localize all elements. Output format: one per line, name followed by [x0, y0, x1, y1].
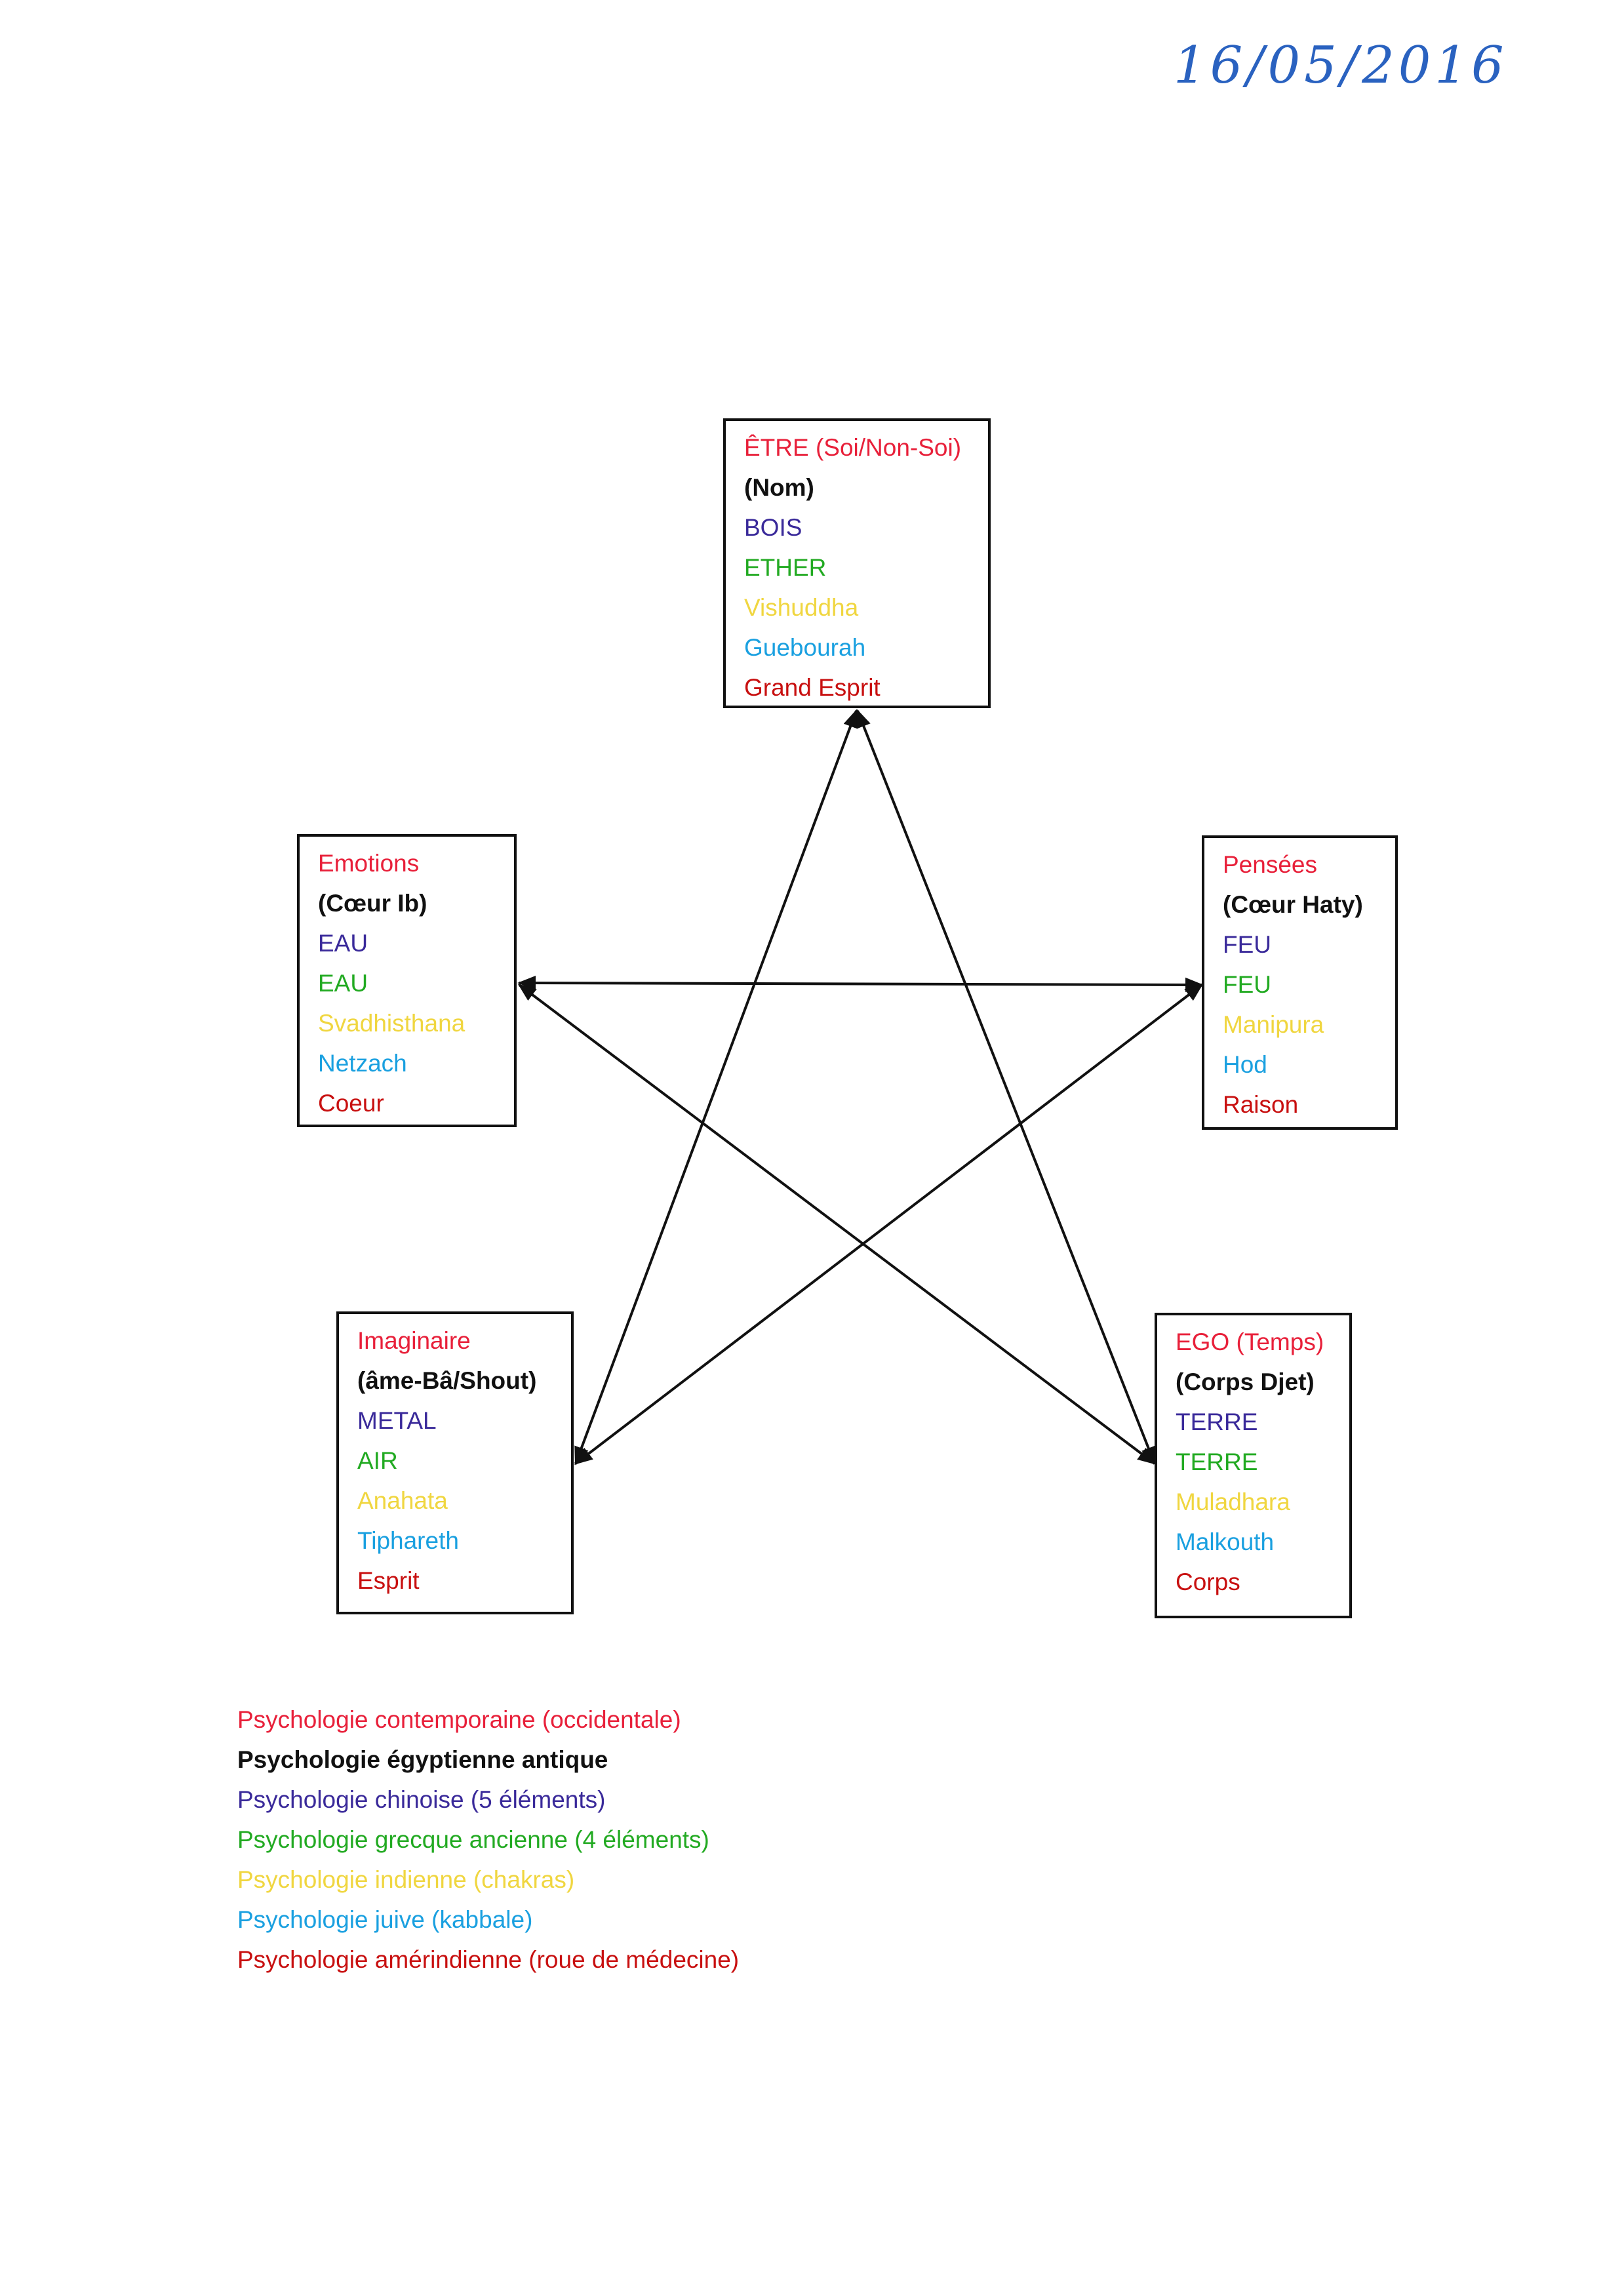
- box-line-chinese: TERRE: [1176, 1408, 1258, 1435]
- box-line-amerindian: Raison: [1223, 1091, 1299, 1118]
- box-line-greek: ETHER: [744, 554, 827, 581]
- box-line-amerindian: Esprit: [357, 1567, 420, 1594]
- handwritten-date: 16/05/2016: [1174, 36, 1508, 95]
- arrow-top-bottomleft: [574, 709, 858, 1466]
- box-line-greek: AIR: [357, 1447, 398, 1474]
- box-line-chinese: METAL: [357, 1407, 437, 1434]
- box-line-greek: FEU: [1223, 971, 1271, 998]
- box-line-chinese: FEU: [1223, 931, 1271, 958]
- box-line-egyptian: (Cœur Ib): [318, 890, 427, 917]
- box-line-jewish: Netzach: [318, 1050, 407, 1077]
- box-line-indian: Svadhisthana: [318, 1010, 465, 1037]
- box-line-jewish: Malkouth: [1176, 1528, 1275, 1555]
- box-line-indian: Vishuddha: [744, 594, 859, 621]
- box-line-jewish: Guebourah: [744, 634, 866, 661]
- legend-item-indian: Psychologie indienne (chakras): [237, 1866, 575, 1893]
- box-line-egyptian: (Corps Djet): [1176, 1368, 1315, 1395]
- box-line-greek: TERRE: [1176, 1448, 1258, 1475]
- legend-item-egyptian: Psychologie égyptienne antique: [237, 1746, 608, 1773]
- box-line-indian: Muladhara: [1176, 1488, 1290, 1515]
- box-line-contemporary: Pensées: [1223, 851, 1317, 878]
- box-line-amerindian: Coeur: [318, 1090, 384, 1117]
- box-line-amerindian: Corps: [1176, 1568, 1240, 1595]
- box-ego: EGO (Temps) (Corps Djet) TERRE TERRE Muladha…: [1155, 1313, 1352, 1618]
- arrow-right-bottomleft: [574, 984, 1204, 1465]
- legend-item-chinese: Psychologie chinoise (5 éléments): [237, 1786, 606, 1813]
- legend-item-amerindian: Psychologie amérindienne (roue de médeci…: [237, 1946, 740, 1973]
- box-line-jewish: Tiphareth: [357, 1527, 459, 1554]
- box-line-amerindian: Grand Esprit: [744, 674, 881, 701]
- box-line-egyptian: (âme-Bâ/Shout): [357, 1367, 537, 1394]
- box-line-jewish: Hod: [1223, 1051, 1267, 1078]
- box-line-contemporary: ÊTRE (Soi/Non-Soi): [744, 434, 962, 461]
- box-line-contemporary: Emotions: [318, 850, 420, 877]
- box-line-egyptian: (Cœur Haty): [1223, 891, 1363, 918]
- box-line-indian: Manipura: [1223, 1011, 1324, 1038]
- box-line-contemporary: EGO (Temps): [1176, 1328, 1324, 1355]
- legend-item-greek: Psychologie grecque ancienne (4 éléments…: [237, 1826, 709, 1853]
- color-legend: Psychologie contemporaine (occidentale) P…: [237, 1700, 739, 1980]
- legend-item-contemporary: Psychologie contemporaine (occidentale): [237, 1706, 681, 1733]
- box-line-indian: Anahata: [357, 1487, 448, 1514]
- box-line-egyptian: (Nom): [744, 474, 814, 501]
- box-line-contemporary: Imaginaire: [357, 1327, 471, 1354]
- box-line-greek: EAU: [318, 970, 368, 997]
- legend-item-jewish: Psychologie juive (kabbale): [237, 1906, 533, 1933]
- box-line-chinese: BOIS: [744, 514, 802, 541]
- box-etre: ÊTRE (Soi/Non-Soi) (Nom) BOIS ETHER Vishuddh…: [723, 418, 991, 708]
- arrow-left-right: [517, 975, 1204, 993]
- box-line-chinese: EAU: [318, 930, 368, 957]
